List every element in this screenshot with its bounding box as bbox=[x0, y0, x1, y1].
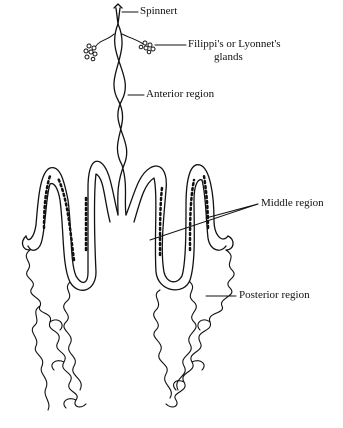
left-posterior-region bbox=[26, 250, 86, 410]
middle-region-label: Middle region bbox=[261, 197, 324, 210]
anterior-region-label: Anterior region bbox=[146, 88, 214, 101]
posterior-region-label: Posterior region bbox=[239, 289, 310, 302]
spinneret-label: Spinnert bbox=[140, 5, 177, 18]
left-middle-region bbox=[23, 161, 118, 290]
filippi-glands-label-line2: glands bbox=[214, 51, 243, 64]
right-middle-region bbox=[126, 165, 233, 290]
right-posterior-region bbox=[154, 250, 234, 407]
anterior-duct bbox=[114, 24, 127, 215]
filippi-glands-label-line1: Filippi's or Lyonnet's bbox=[188, 38, 281, 51]
middle-leader-b bbox=[150, 204, 258, 240]
spinneret bbox=[114, 4, 122, 24]
